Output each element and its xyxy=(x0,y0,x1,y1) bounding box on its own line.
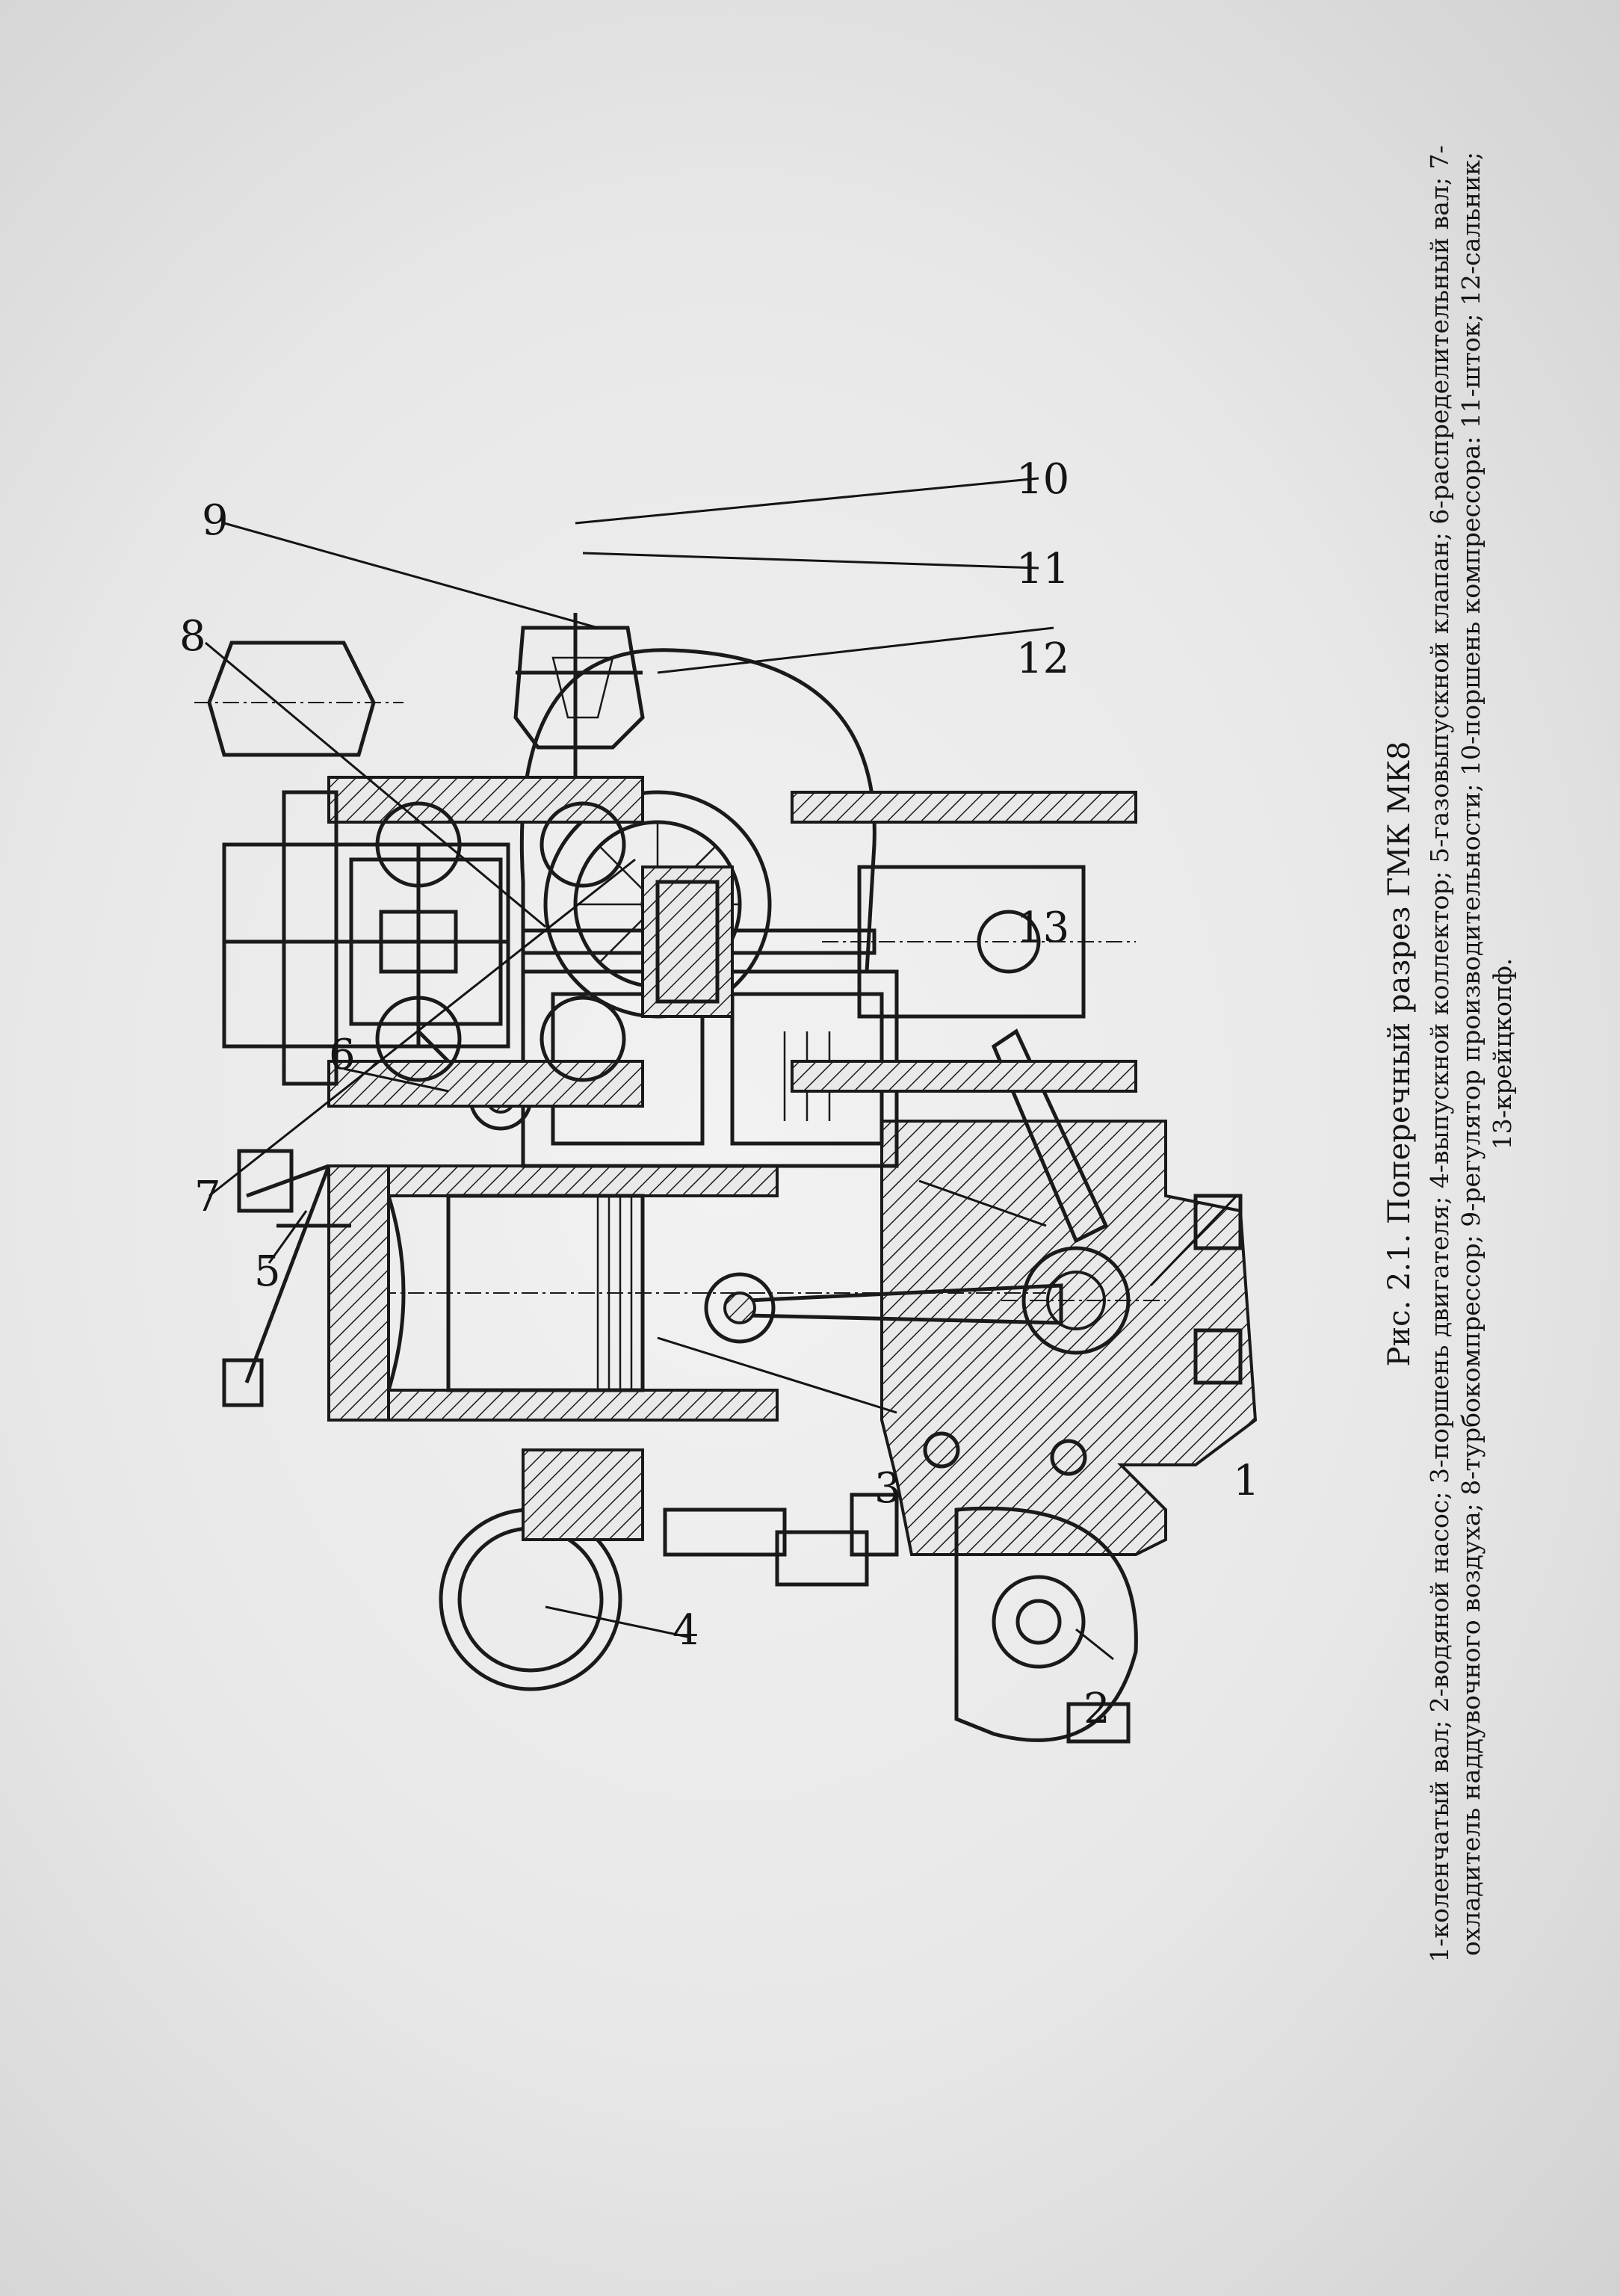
callout-leaders xyxy=(205,477,1238,1661)
callout-9: 9 xyxy=(202,496,229,545)
engine-cylinder xyxy=(351,1164,1046,1422)
crosshead xyxy=(791,791,1137,1093)
figure-title: Рис. 2.1. Поперечный разрез ГМК МК8 xyxy=(1382,741,1417,1367)
figure-caption: Рис. 2.1. Поперечный разрез ГМК МК8 1-ко… xyxy=(1382,45,1607,2063)
capacity-regulator xyxy=(194,613,645,777)
cylinder-head xyxy=(222,1149,390,1422)
callout-13: 13 xyxy=(1016,904,1069,952)
callout-3: 3 xyxy=(874,1464,901,1513)
piston-rod-and-gland xyxy=(521,865,877,1018)
figure-legend-line-3: 13-крейцкопф. xyxy=(1488,957,1517,1150)
callout-12: 12 xyxy=(1016,635,1069,683)
callouts: 1 2 3 4 5 6 7 8 9 10 11 12 13 xyxy=(179,455,1260,1733)
callout-8: 8 xyxy=(179,612,206,661)
cooler-frame xyxy=(222,842,510,1049)
crankcase xyxy=(880,1120,1258,1556)
exhaust-manifold xyxy=(439,1448,644,1691)
callout-6: 6 xyxy=(329,1031,356,1079)
figure-legend-line-2: охладитель наддувочного воздуха; 8-турбо… xyxy=(1456,152,1485,1956)
callout-1: 1 xyxy=(1233,1457,1260,1505)
water-pump xyxy=(954,1506,1138,1744)
connecting-rod xyxy=(704,1028,1109,1344)
callout-11: 11 xyxy=(1016,545,1069,593)
callout-10: 10 xyxy=(1016,455,1069,504)
figure-legend-line-1: 1-коленчатый вал; 2-водяной насос; 3-пор… xyxy=(1425,145,1454,1963)
callout-7: 7 xyxy=(194,1173,221,1221)
callout-4: 4 xyxy=(673,1606,699,1655)
callout-2: 2 xyxy=(1083,1685,1110,1733)
callout-5: 5 xyxy=(254,1247,281,1296)
fuel-injection-fittings xyxy=(663,1493,899,1587)
compressor-cylinder xyxy=(282,776,644,1108)
